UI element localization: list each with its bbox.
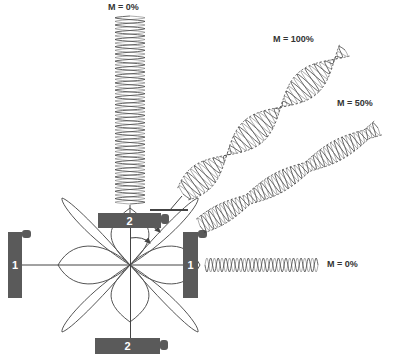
polarizer: 2 (95, 338, 160, 354)
polarizer-number: 2 (126, 215, 132, 227)
polarizer-number: 2 (124, 340, 130, 352)
modulation-label: M = 50% (336, 98, 374, 108)
polarizer-number: 1 (187, 259, 193, 271)
axis-line (130, 228, 131, 338)
polarizer: 1 (8, 232, 22, 298)
polarizer-knobs (22, 214, 207, 350)
polarizer: 2 (98, 213, 161, 228)
modulation-label: M = 0% (326, 259, 359, 269)
ray (130, 205, 131, 213)
modulation-label: M = 100% (272, 34, 315, 44)
axis-line (22, 265, 183, 266)
modulation-label: M = 0% (107, 2, 140, 12)
polarizer: 1 (183, 232, 198, 298)
polarizer-number: 1 (12, 259, 18, 271)
light-waves (115, 16, 382, 272)
